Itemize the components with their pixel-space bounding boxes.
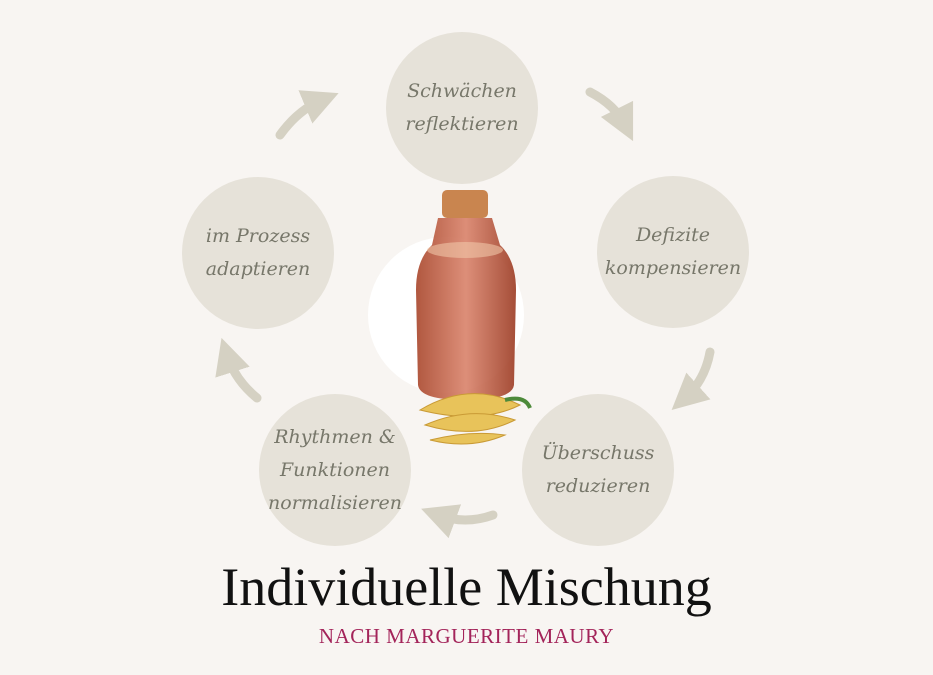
step-label: normalisieren	[268, 491, 402, 514]
arrow-1	[585, 87, 634, 142]
step-label: Funktionen	[279, 458, 391, 481]
arrow-3	[421, 504, 498, 539]
step-label: kompensieren	[604, 257, 742, 279]
step-label: reduzieren	[545, 475, 651, 497]
step-label: im Prozess	[205, 225, 311, 247]
arrow-4	[215, 337, 262, 403]
step-label: Überschuss	[541, 442, 655, 464]
step-label: Defizite	[635, 224, 711, 246]
step-label: adaptieren	[205, 258, 311, 280]
step-rhythmen-normalisieren: Rhythmen & Funktionen normalisieren	[259, 394, 411, 546]
page-title: Individuelle Mischung	[221, 557, 712, 617]
oil-bottle-illustration	[416, 190, 516, 400]
subtitle: NACH MARGUERITE MAURY	[318, 624, 615, 648]
step-label: Rhythmen &	[274, 425, 396, 448]
arrow-5	[275, 90, 339, 140]
step-defizite-kompensieren: Defizite kompensieren	[597, 176, 749, 328]
step-label: reflektieren	[405, 113, 519, 135]
step-ueberschuss-reduzieren: Überschuss reduzieren	[522, 394, 674, 546]
arrow-2	[671, 347, 715, 411]
step-schwaechen-reflektieren: Schwächen reflektieren	[386, 32, 538, 184]
ylang-flower-illustration	[418, 393, 532, 445]
step-im-prozess-adaptieren: im Prozess adaptieren	[182, 177, 334, 329]
step-label: Schwächen	[407, 80, 517, 102]
